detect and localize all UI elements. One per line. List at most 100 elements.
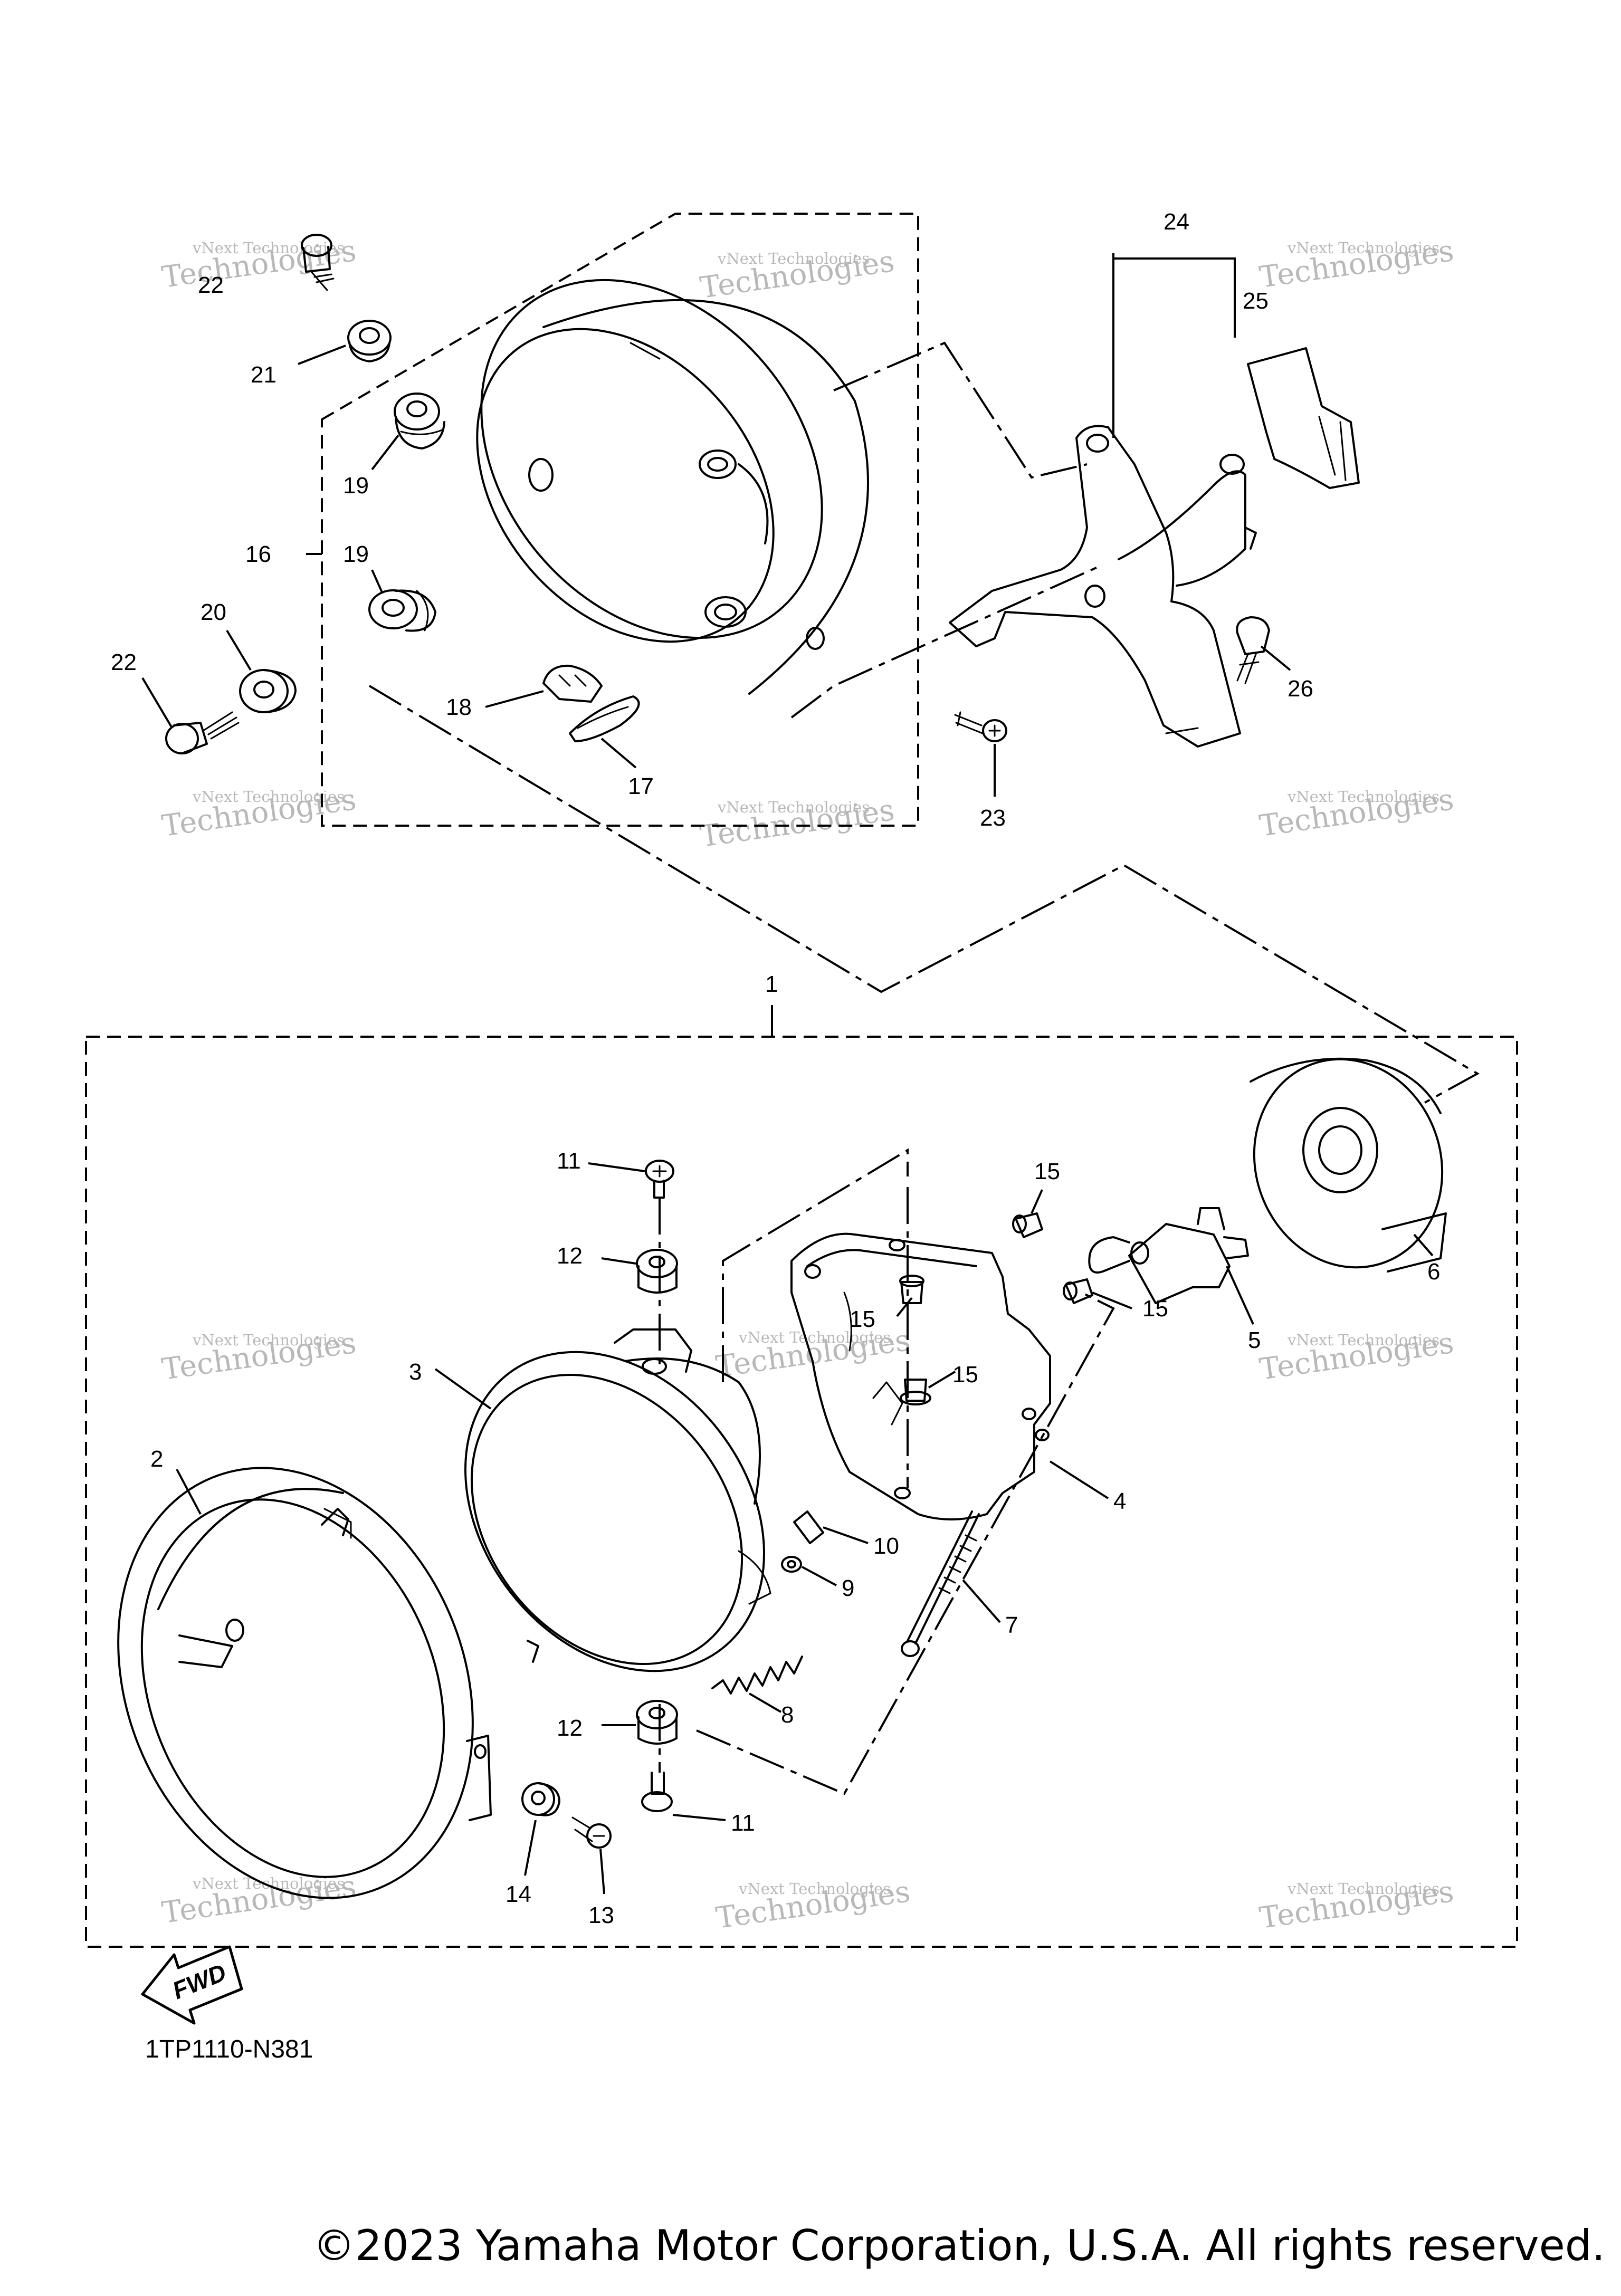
callout-22-left: 22 xyxy=(111,649,137,675)
phantom-line-housing-to-assembly xyxy=(368,685,1480,1104)
leader-11a xyxy=(588,1162,645,1172)
part-screw-23 xyxy=(954,711,1007,742)
callout-9: 9 xyxy=(842,1575,854,1601)
callout-25: 25 xyxy=(1243,288,1269,314)
callout-15-top: 15 xyxy=(1034,1159,1060,1184)
callout-24: 24 xyxy=(1164,209,1189,235)
callout-22-top: 22 xyxy=(198,272,224,298)
part-lens-unit-3 xyxy=(464,1328,771,1672)
part-connector-18 xyxy=(542,664,603,703)
part-bracket-24 xyxy=(949,425,1257,748)
leader-18 xyxy=(485,690,544,708)
callout-4: 4 xyxy=(1113,1488,1126,1514)
callout-3: 3 xyxy=(409,1359,422,1385)
callout-14: 14 xyxy=(506,1881,531,1907)
callout-19-lower: 19 xyxy=(343,541,369,567)
callout-2: 2 xyxy=(150,1446,163,1472)
callout-26: 26 xyxy=(1288,676,1313,702)
leader-5 xyxy=(1226,1266,1254,1325)
svg-text:vNext Technologies: vNext Technologies xyxy=(192,788,345,806)
svg-text:vNext Technologies: vNext Technologies xyxy=(192,239,345,257)
callout-8: 8 xyxy=(781,1702,794,1728)
svg-text:vNext Technologies: vNext Technologies xyxy=(738,1328,891,1346)
diagram-code: 1TP1110-N381 xyxy=(145,2035,313,2063)
part-screw-11-top xyxy=(645,1160,674,1199)
part-grommet-17 xyxy=(569,695,640,742)
leader-9 xyxy=(802,1566,837,1586)
leader-15c xyxy=(1092,1292,1132,1309)
part-grommet-19-lower xyxy=(368,589,436,632)
callout-15-right: 15 xyxy=(1142,1296,1168,1322)
leader-15d xyxy=(928,1371,956,1389)
leader-19b xyxy=(371,569,384,594)
part-case-4 xyxy=(790,1232,1051,1520)
callout-7: 7 xyxy=(1005,1612,1018,1638)
part-bolt-26 xyxy=(1236,616,1270,684)
part-grommet-14 xyxy=(521,1782,560,1816)
part-grommet-12-bottom xyxy=(636,1700,678,1745)
svg-text:vNext Technologies: vNext Technologies xyxy=(717,798,870,816)
part-grommet-12-top xyxy=(636,1249,678,1294)
leader-6 xyxy=(1413,1233,1434,1257)
part-adjust-screw-7 xyxy=(901,1510,980,1657)
part-clip-15-mid xyxy=(899,1275,924,1304)
part-screw-11-bottom xyxy=(641,1772,673,1812)
part-headlight-housing xyxy=(476,279,869,695)
leader-15b xyxy=(896,1297,913,1317)
leader-24-bracket xyxy=(1113,257,1236,338)
callout-19-upper: 19 xyxy=(343,473,369,499)
svg-text:vNext Technologies: vNext Technologies xyxy=(1287,1331,1439,1349)
callout-16: 16 xyxy=(245,541,271,567)
leader-26 xyxy=(1260,645,1291,671)
leader-22b xyxy=(141,677,173,728)
leader-15a xyxy=(1031,1189,1043,1214)
group-box-headlight-housing xyxy=(321,213,919,827)
callout-15-mid: 15 xyxy=(850,1306,875,1332)
part-cover-6 xyxy=(1250,1057,1447,1273)
svg-text:vNext Technologies: vNext Technologies xyxy=(192,1331,345,1349)
watermark: vNext Technologies Technologies xyxy=(1257,1326,1456,1387)
callout-labels: 22 21 19 16 19 20 22 18 17 23 24 25 26 1… xyxy=(111,209,1440,1928)
phantom-line-lens-to-case xyxy=(722,1148,909,1382)
watermark: vNext Technologies Technologies xyxy=(1257,1874,1456,1936)
callout-1: 1 xyxy=(765,971,778,997)
part-washer-9 xyxy=(781,1556,802,1573)
part-collar-20 xyxy=(239,669,297,713)
leader-3 xyxy=(434,1368,492,1410)
leader-17 xyxy=(600,738,637,769)
leader-14 xyxy=(524,1820,537,1876)
callout-15-lower: 15 xyxy=(952,1362,978,1388)
watermark: vNext Technologies Technologies xyxy=(160,782,358,844)
phantom-line-housing-to-bracket-lower xyxy=(790,566,1098,719)
part-grommet-19-upper xyxy=(394,393,445,449)
part-spring-8 xyxy=(711,1656,803,1695)
callout-5: 5 xyxy=(1248,1327,1261,1353)
leader-8 xyxy=(748,1692,782,1713)
part-bulb-5 xyxy=(1088,1207,1249,1304)
leader-13 xyxy=(599,1849,605,1895)
callout-13: 13 xyxy=(588,1902,614,1928)
svg-text:vNext Technologies: vNext Technologies xyxy=(738,1880,891,1898)
svg-text:vNext Technologies: vNext Technologies xyxy=(1287,1880,1439,1898)
callout-23: 23 xyxy=(980,805,1006,831)
callout-6: 6 xyxy=(1427,1259,1440,1285)
callout-10: 10 xyxy=(873,1533,899,1559)
watermark: vNext Technologies Technologies xyxy=(714,1874,912,1936)
phantom-line-housing-to-bracket xyxy=(833,341,1088,479)
svg-text:vNext Technologies: vNext Technologies xyxy=(717,250,870,267)
callout-12-bottom: 12 xyxy=(557,1715,583,1741)
group-box-headlight-assembly xyxy=(85,1036,1518,1948)
watermark: vNext Technologies Technologies xyxy=(1257,782,1456,844)
phantom-line-case-to-lower xyxy=(696,1292,1115,1795)
watermark: vNext Technologies Technologies xyxy=(714,1323,912,1384)
part-clip-15-lower xyxy=(900,1379,931,1405)
leader-12a xyxy=(601,1257,636,1265)
part-rim-2 xyxy=(117,1467,492,1899)
part-plate-25 xyxy=(1247,347,1360,489)
leader-11b xyxy=(672,1814,726,1821)
svg-text:vNext Technologies: vNext Technologies xyxy=(1287,239,1439,257)
leader-19a xyxy=(371,434,399,471)
callout-20: 20 xyxy=(201,599,226,625)
part-bolt-22-left xyxy=(165,711,240,754)
